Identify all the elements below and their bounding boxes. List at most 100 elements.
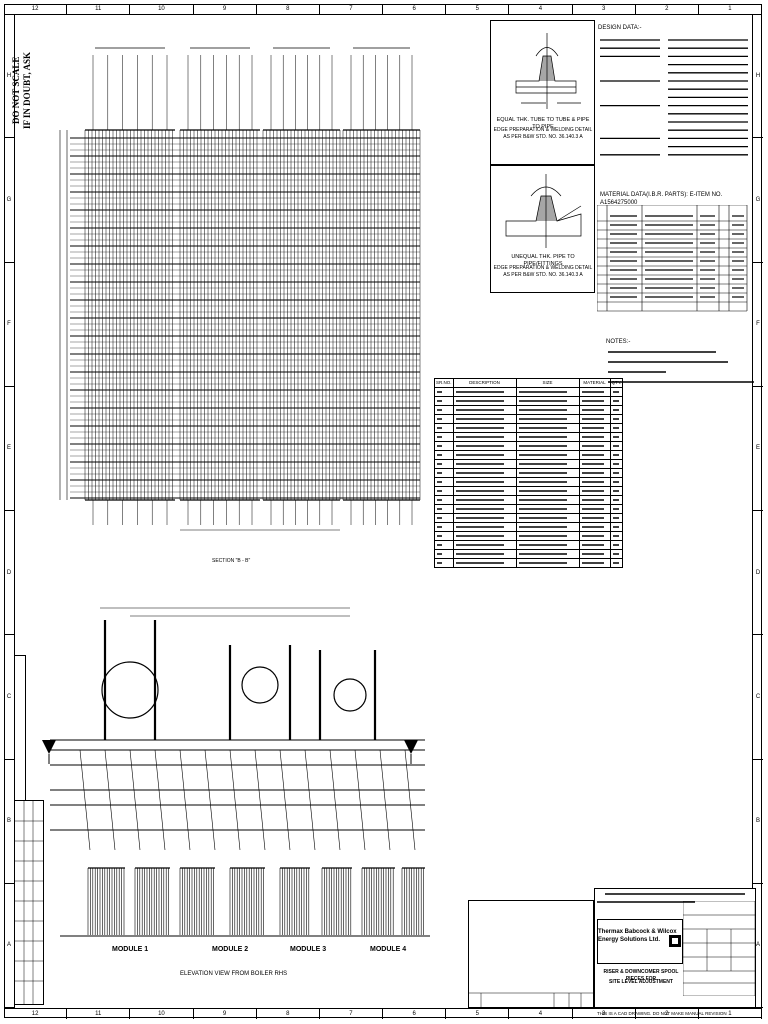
parts-cell (578, 522, 611, 532)
parts-cell (452, 405, 517, 415)
downcomer-pipe (129, 749, 141, 851)
weld-equal-sub2: AS PER B&W STD. NO. 36.140.3 A (503, 134, 583, 140)
weld-equal-title: EQUAL THK. TUBE TO TUBE & PIPE TO PIPE (496, 117, 590, 130)
parts-cell (578, 459, 611, 469)
grid-row-left-2: F (4, 263, 14, 387)
parts-cell (578, 441, 611, 451)
grid-col-bottom-10: 2 (636, 1009, 699, 1019)
parts-cell (515, 414, 580, 424)
company-name-1: Thermax Babcock & Wilcox (598, 929, 677, 935)
design-data-lines (600, 39, 748, 156)
parts-cell (578, 432, 611, 442)
parts-cell (515, 468, 580, 478)
parts-cell (434, 477, 454, 487)
parts-cell (515, 405, 580, 415)
downcomer-pipe (329, 749, 341, 851)
grid-row-right-7: A (753, 884, 763, 1008)
parts-cell (578, 396, 611, 406)
parts-row (434, 504, 624, 514)
grid-col-top-1: 11 (67, 4, 131, 14)
parts-cell (578, 477, 611, 487)
parts-row (434, 540, 624, 550)
parts-cell (609, 522, 624, 532)
parts-cell (515, 486, 580, 496)
parts-cell (452, 396, 517, 406)
revision-strip-grid (15, 801, 43, 1004)
parts-cell (515, 432, 580, 442)
plan-view-drawing (59, 47, 421, 531)
parts-cell (434, 558, 454, 568)
module-2-label: MODULE 2 (212, 946, 249, 953)
material-data-title: MATERIAL DATA(I.B.R. PARTS): E-ITEM NO. … (600, 192, 723, 206)
cad-note: THIS IS A CAD DRAWING. DO NOT MAKE MANUA… (597, 1011, 727, 1016)
parts-row (434, 468, 624, 478)
parts-row (434, 387, 624, 397)
parts-cell (452, 468, 517, 478)
section-arrow-left (42, 740, 56, 764)
parts-cell (434, 405, 454, 415)
downcomer-pipe (354, 749, 366, 851)
grid-col-bottom-9: 3 (573, 1009, 636, 1019)
parts-cell (578, 558, 611, 568)
parts-cell (452, 387, 517, 397)
parts-cell (609, 405, 624, 415)
parts-cell (434, 423, 454, 433)
warning-line-1: DO NOT SCALE (11, 56, 21, 124)
parts-cell (515, 549, 580, 559)
parts-cell (515, 396, 580, 406)
material-data-table (596, 204, 752, 315)
parts-cell (452, 540, 517, 550)
weld-detail-equal-sketch (515, 33, 581, 109)
parts-header-3: MATERIAL (578, 378, 611, 388)
parts-cell (609, 441, 624, 451)
parts-cell (609, 396, 624, 406)
parts-cell (452, 522, 517, 532)
elevation-drawing (50, 607, 430, 937)
section-arrow-right (404, 740, 418, 764)
parts-cell (515, 450, 580, 460)
grid-col-top-7: 5 (446, 4, 510, 14)
parts-cell (578, 495, 611, 505)
warning-line-2: IF IN DOUBT, ASK (22, 51, 32, 129)
notes-title: NOTES:- (606, 339, 631, 345)
weld-equal-sub1: EDGE PREPARATION & WELDING DETAIL (493, 127, 593, 133)
grid-row-left-7: A (4, 884, 14, 1008)
grid-row-left-5: C (4, 635, 14, 760)
downcomer-pipe (104, 749, 116, 851)
parts-cell (434, 396, 454, 406)
title-block: Thermax Babcock & Wilcox Energy Solution… (594, 888, 756, 1008)
module-3-label: MODULE 3 (290, 946, 327, 953)
notes-block: NOTES:- (606, 338, 756, 398)
parts-cell (609, 414, 624, 424)
drawing-title-2: SITE LEVEL ADJUSTMENT (609, 979, 673, 985)
weld-unequal-sub1: EDGE PREPARATION & WELDING DETAIL (493, 265, 593, 271)
grid-row-right-3: E (753, 387, 763, 511)
parts-cell (578, 450, 611, 460)
parts-cell (452, 513, 517, 523)
grid-col-top-0: 12 (4, 4, 68, 14)
grid-col-bottom-5: 7 (320, 1009, 384, 1019)
parts-cell (434, 450, 454, 460)
section-label: SECTION "B - B" (212, 558, 251, 564)
parts-cell (515, 513, 580, 523)
revision-strip-upper (14, 655, 26, 805)
grid-col-bottom-8: 4 (509, 1009, 573, 1019)
parts-cell (609, 387, 624, 397)
parts-row (434, 414, 624, 424)
downcomer-pipe (379, 749, 391, 851)
steam-drum-1 (101, 661, 159, 719)
grid-row-right-1: G (753, 138, 763, 263)
parts-cell (452, 432, 517, 442)
weld-detail-unequal-sketch (505, 174, 582, 248)
downcomer-pipe (304, 749, 316, 851)
parts-cell (434, 468, 454, 478)
parts-row (434, 531, 624, 541)
parts-cell (515, 531, 580, 541)
steam-drum-3 (333, 678, 367, 712)
parts-cell (578, 405, 611, 415)
parts-cell (609, 549, 624, 559)
module-4-label: MODULE 4 (370, 946, 407, 953)
